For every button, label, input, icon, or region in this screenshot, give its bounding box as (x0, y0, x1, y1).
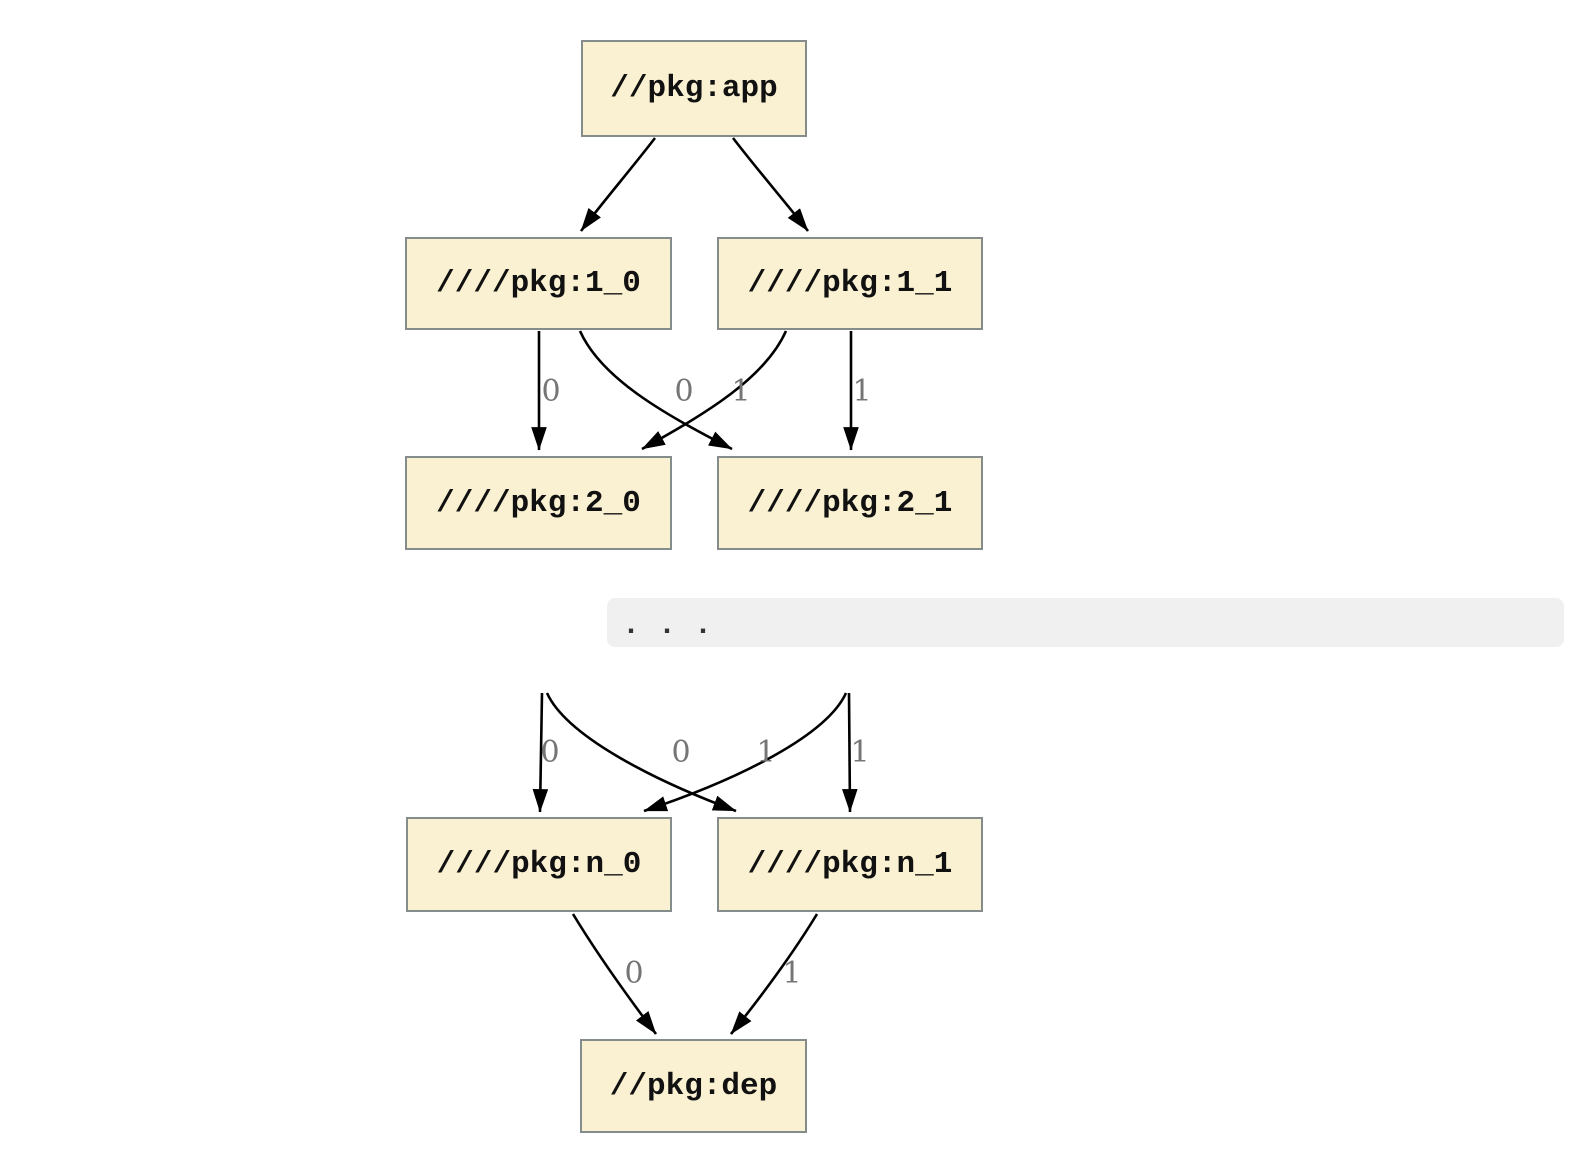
edge-label-hidden-n_1-straight: 1 (850, 735, 870, 770)
edge-1_0-to-2_1 (578, 330, 733, 451)
node-pkg-n_0: ////pkg:n_0 (406, 817, 672, 912)
edge-n_1-to-dep (729, 913, 819, 1035)
edge-label-1_1-2_1: 1 (852, 374, 872, 409)
edge-label-hidden-n_0-straight: 0 (540, 735, 560, 770)
node-pkg-dep: //pkg:dep (580, 1039, 807, 1133)
edge-app-to-1_0 (579, 137, 657, 232)
edge-hidden-to-n_0-cross (643, 692, 848, 813)
edge-label-n_1-dep: 1 (782, 956, 802, 991)
node-pkg-1_0: ////pkg:1_0 (405, 237, 672, 330)
node-pkg-app: //pkg:app (581, 40, 807, 137)
edge-label-hidden-n_0-cross: 0 (671, 735, 691, 770)
edge-hidden-to-n_0-straight (532, 692, 549, 813)
edge-label-1_1-2_0: 0 (674, 374, 694, 409)
node-pkg-n_1: ////pkg:n_1 (717, 817, 983, 912)
edge-1_1-to-2_0 (641, 330, 788, 451)
edge-label-n_0-dep: 0 (624, 956, 644, 991)
edge-app-to-1_1 (731, 137, 810, 232)
node-pkg-2_1: ////pkg:2_1 (717, 456, 983, 550)
node-pkg-2_0: ////pkg:2_0 (405, 456, 672, 550)
edge-hidden-to-n_1-cross (545, 692, 737, 813)
edge-label-1_0-2_0: 0 (541, 374, 561, 409)
ellipsis-text: . . . (622, 608, 713, 643)
edge-label-hidden-n_1-cross: 1 (756, 735, 776, 770)
ellipsis-bar: . . . (607, 598, 1564, 647)
edge-hidden-to-n_1-straight (842, 692, 858, 813)
edge-label-1_0-2_1: 1 (731, 374, 751, 409)
edge-n_0-to-dep (571, 913, 658, 1035)
node-pkg-1_1: ////pkg:1_1 (717, 237, 983, 330)
